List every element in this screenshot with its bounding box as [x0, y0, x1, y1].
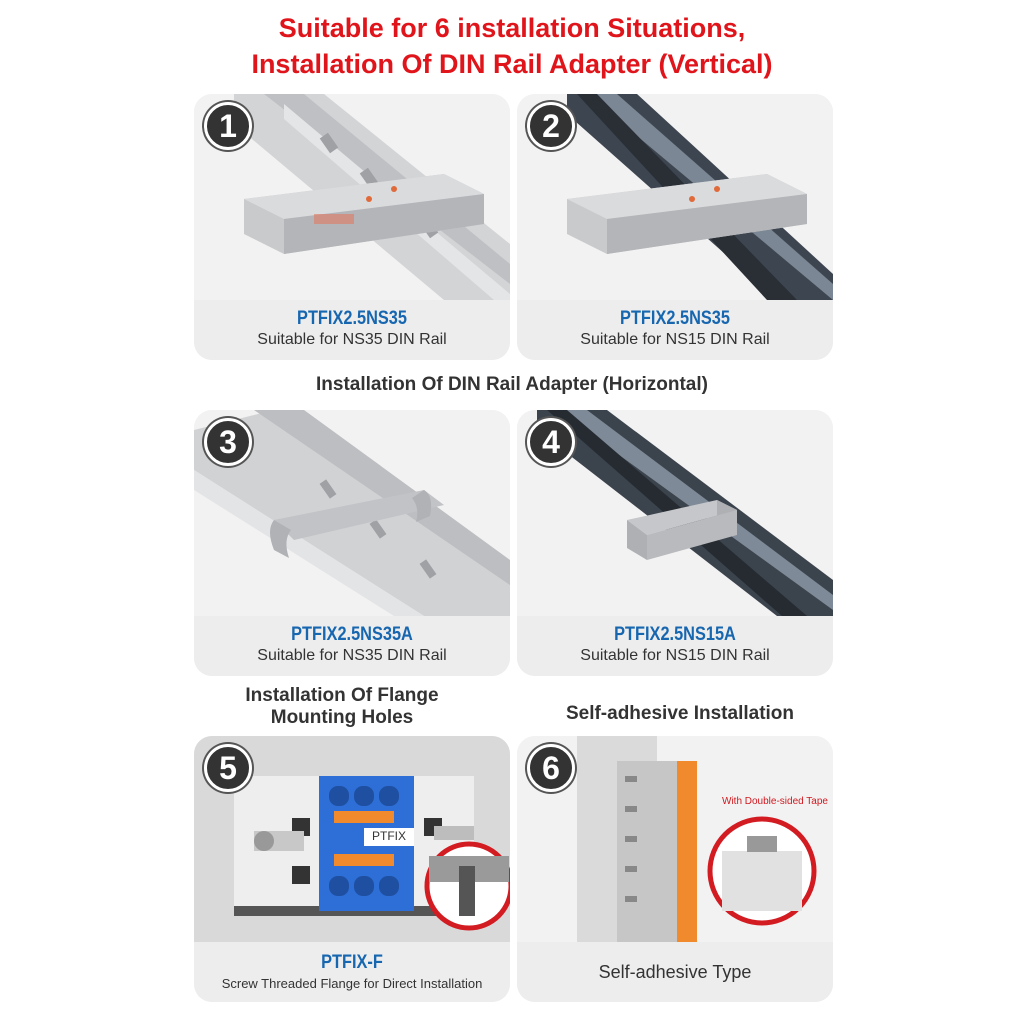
card-1-photo: 1: [194, 94, 510, 300]
card-1-description: Suitable for NS35 DIN Rail: [257, 331, 447, 348]
ptfix-label: PTFIX: [372, 829, 407, 843]
card-4-photo: 4: [517, 410, 833, 616]
card-2-ns15-vertical: 2 PTFIX2.5NS35 Suitable for NS15 DIN Rai…: [517, 94, 833, 360]
card-5-model-code: PTFIX-F: [321, 952, 383, 973]
card-6-description: Self-adhesive Type: [598, 962, 752, 982]
card-3-caption: PTFIX2.5NS35A Suitable for NS35 DIN Rail: [194, 616, 510, 676]
card-5-photo: PTFIX 5: [194, 736, 510, 942]
card-2-model-code: PTFIX2.5NS35: [620, 308, 730, 329]
card-2-description: Suitable for NS15 DIN Rail: [580, 331, 770, 348]
section-heading-flange: Installation Of Flange Mounting Holes: [194, 685, 490, 729]
card-4-model-code: PTFIX2.5NS15A: [614, 624, 736, 645]
section-heading-flange-line2: Mounting Holes: [270, 707, 414, 728]
card-5-caption: PTFIX-F Screw Threaded Flange for Direct…: [194, 942, 510, 1002]
card-1-caption: PTFIX2.5NS35 Suitable for NS35 DIN Rail: [194, 300, 510, 360]
card-5-description: Screw Threaded Flange for Direct Install…: [221, 976, 483, 991]
step-4-badge: 4: [527, 418, 575, 466]
step-2-badge: 2: [527, 102, 575, 150]
card-3-photo: 3: [194, 410, 510, 616]
section-heading-self-adhesive: Self-adhesive Installation: [565, 703, 795, 724]
card-2-caption: PTFIX2.5NS35 Suitable for NS15 DIN Rail: [517, 300, 833, 360]
card-4-ns15-horizontal: 4 PTFIX2.5NS15A Suitable for NS15 DIN Ra…: [517, 410, 833, 676]
card-5-flange-mounting: PTFIX 5 PTFIX-F Screw Threaded Flange fo…: [194, 736, 510, 1002]
section-heading-horizontal: Installation Of DIN Rail Adapter (Horizo…: [316, 374, 708, 395]
step-6-badge: 6: [527, 744, 575, 792]
card-6-caption: Self-adhesive Type: [517, 942, 833, 1002]
step-3-badge: 3: [204, 418, 252, 466]
card-3-model-code: PTFIX2.5NS35A: [291, 624, 413, 645]
page-title-line1: Suitable for 6 installation Situations,: [278, 13, 746, 43]
card-3-ns35-horizontal: 3 PTFIX2.5NS35A Suitable for NS35 DIN Ra…: [194, 410, 510, 676]
step-5-badge: 5: [204, 744, 252, 792]
card-1-model-code: PTFIX2.5NS35: [297, 308, 407, 329]
card-2-photo: 2: [517, 94, 833, 300]
card-1-ns35-vertical: 1 PTFIX2.5NS35 Suitable for NS35 DIN Rai…: [194, 94, 510, 360]
section-heading-flange-line1: Installation Of Flange: [245, 685, 439, 706]
card-4-caption: PTFIX2.5NS15A Suitable for NS15 DIN Rail: [517, 616, 833, 676]
card-6-self-adhesive: With Double-sided Tape 6 Self-adhesive T…: [517, 736, 833, 1002]
page-title-line2: Installation Of DIN Rail Adapter (Vertic…: [251, 49, 773, 79]
card-3-description: Suitable for NS35 DIN Rail: [257, 647, 447, 664]
card-4-description: Suitable for NS15 DIN Rail: [580, 647, 770, 664]
card-6-photo: With Double-sided Tape 6: [517, 736, 833, 942]
step-1-badge: 1: [204, 102, 252, 150]
tape-callout: With Double-sided Tape: [722, 796, 828, 807]
